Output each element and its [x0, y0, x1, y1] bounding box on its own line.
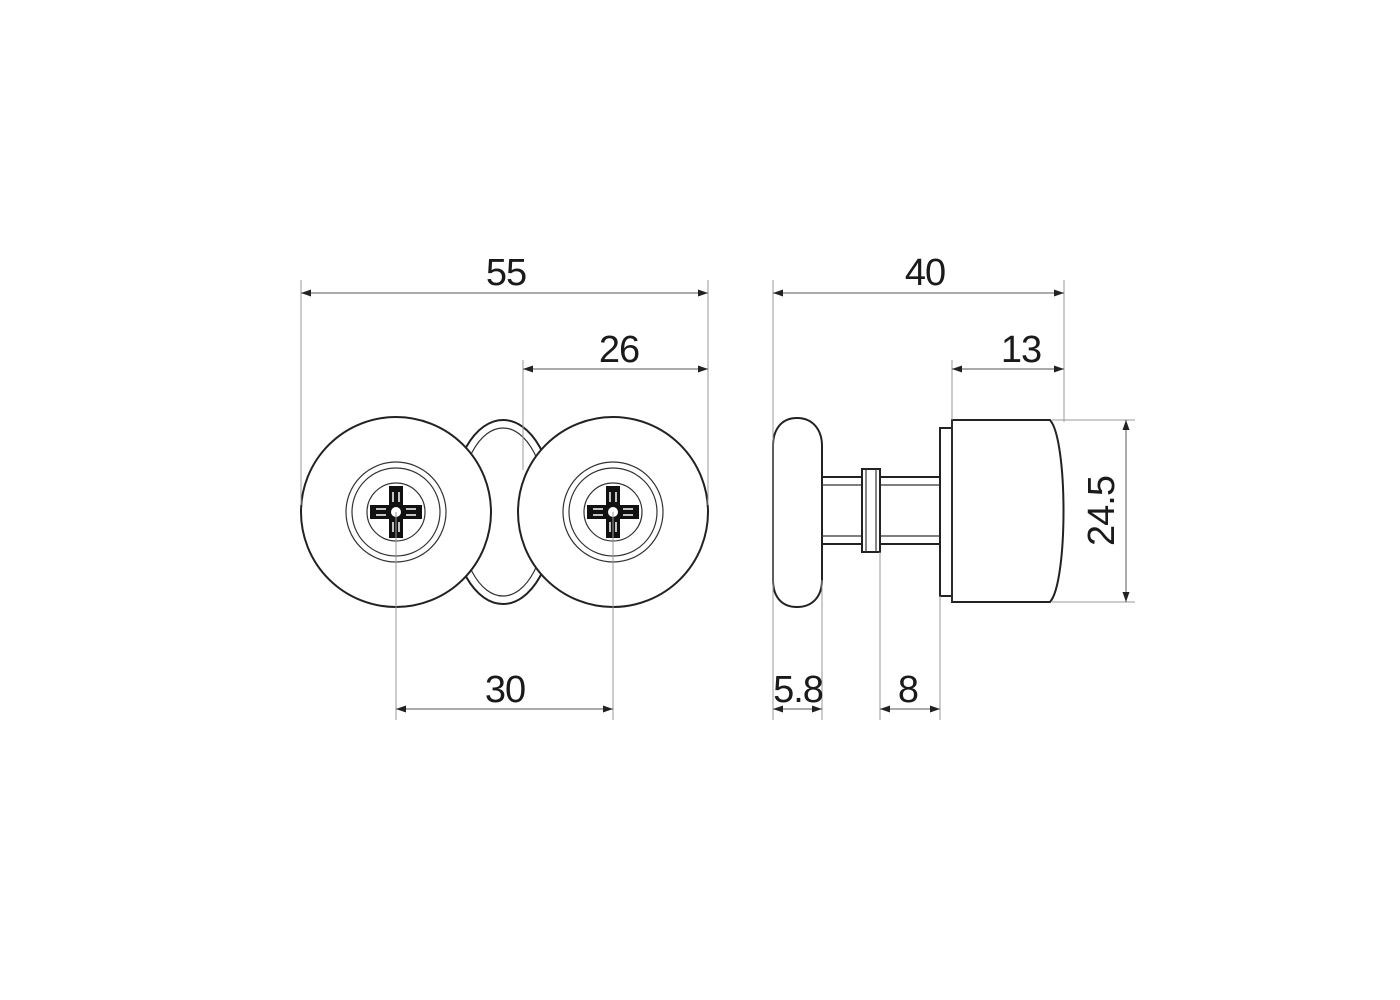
shaft	[821, 468, 941, 553]
dimension-offset-width: 26	[523, 329, 708, 373]
dimension-wheel-spacing: 30	[396, 669, 613, 713]
dimension-label: 55	[486, 252, 526, 294]
wheel-profile	[772, 416, 823, 609]
dimension-label: 5.8	[773, 669, 823, 711]
dimension-overall-width: 55	[301, 252, 708, 297]
dimension-label: 26	[599, 329, 639, 371]
dimension-body-length: 13	[952, 329, 1064, 373]
dimension-body-height: 24.5	[1081, 420, 1130, 602]
front-extension-lines	[300, 280, 709, 720]
dimension-label: 24.5	[1081, 476, 1123, 546]
dimension-label: 30	[485, 669, 525, 711]
housing-body	[939, 419, 1065, 603]
side-extension-lines	[772, 280, 1135, 720]
dimension-wheel-thickness: 5.8	[773, 669, 824, 713]
dimension-label: 40	[905, 252, 945, 294]
dimension-shaft-length: 8	[880, 669, 940, 713]
dimension-label: 8	[898, 669, 918, 711]
dimension-overall-length: 40	[773, 252, 1064, 297]
dimension-label: 13	[1001, 329, 1041, 371]
side-view: 40 13 24.5 5.8 8	[772, 252, 1135, 720]
front-view: 55 26 30	[300, 252, 709, 720]
